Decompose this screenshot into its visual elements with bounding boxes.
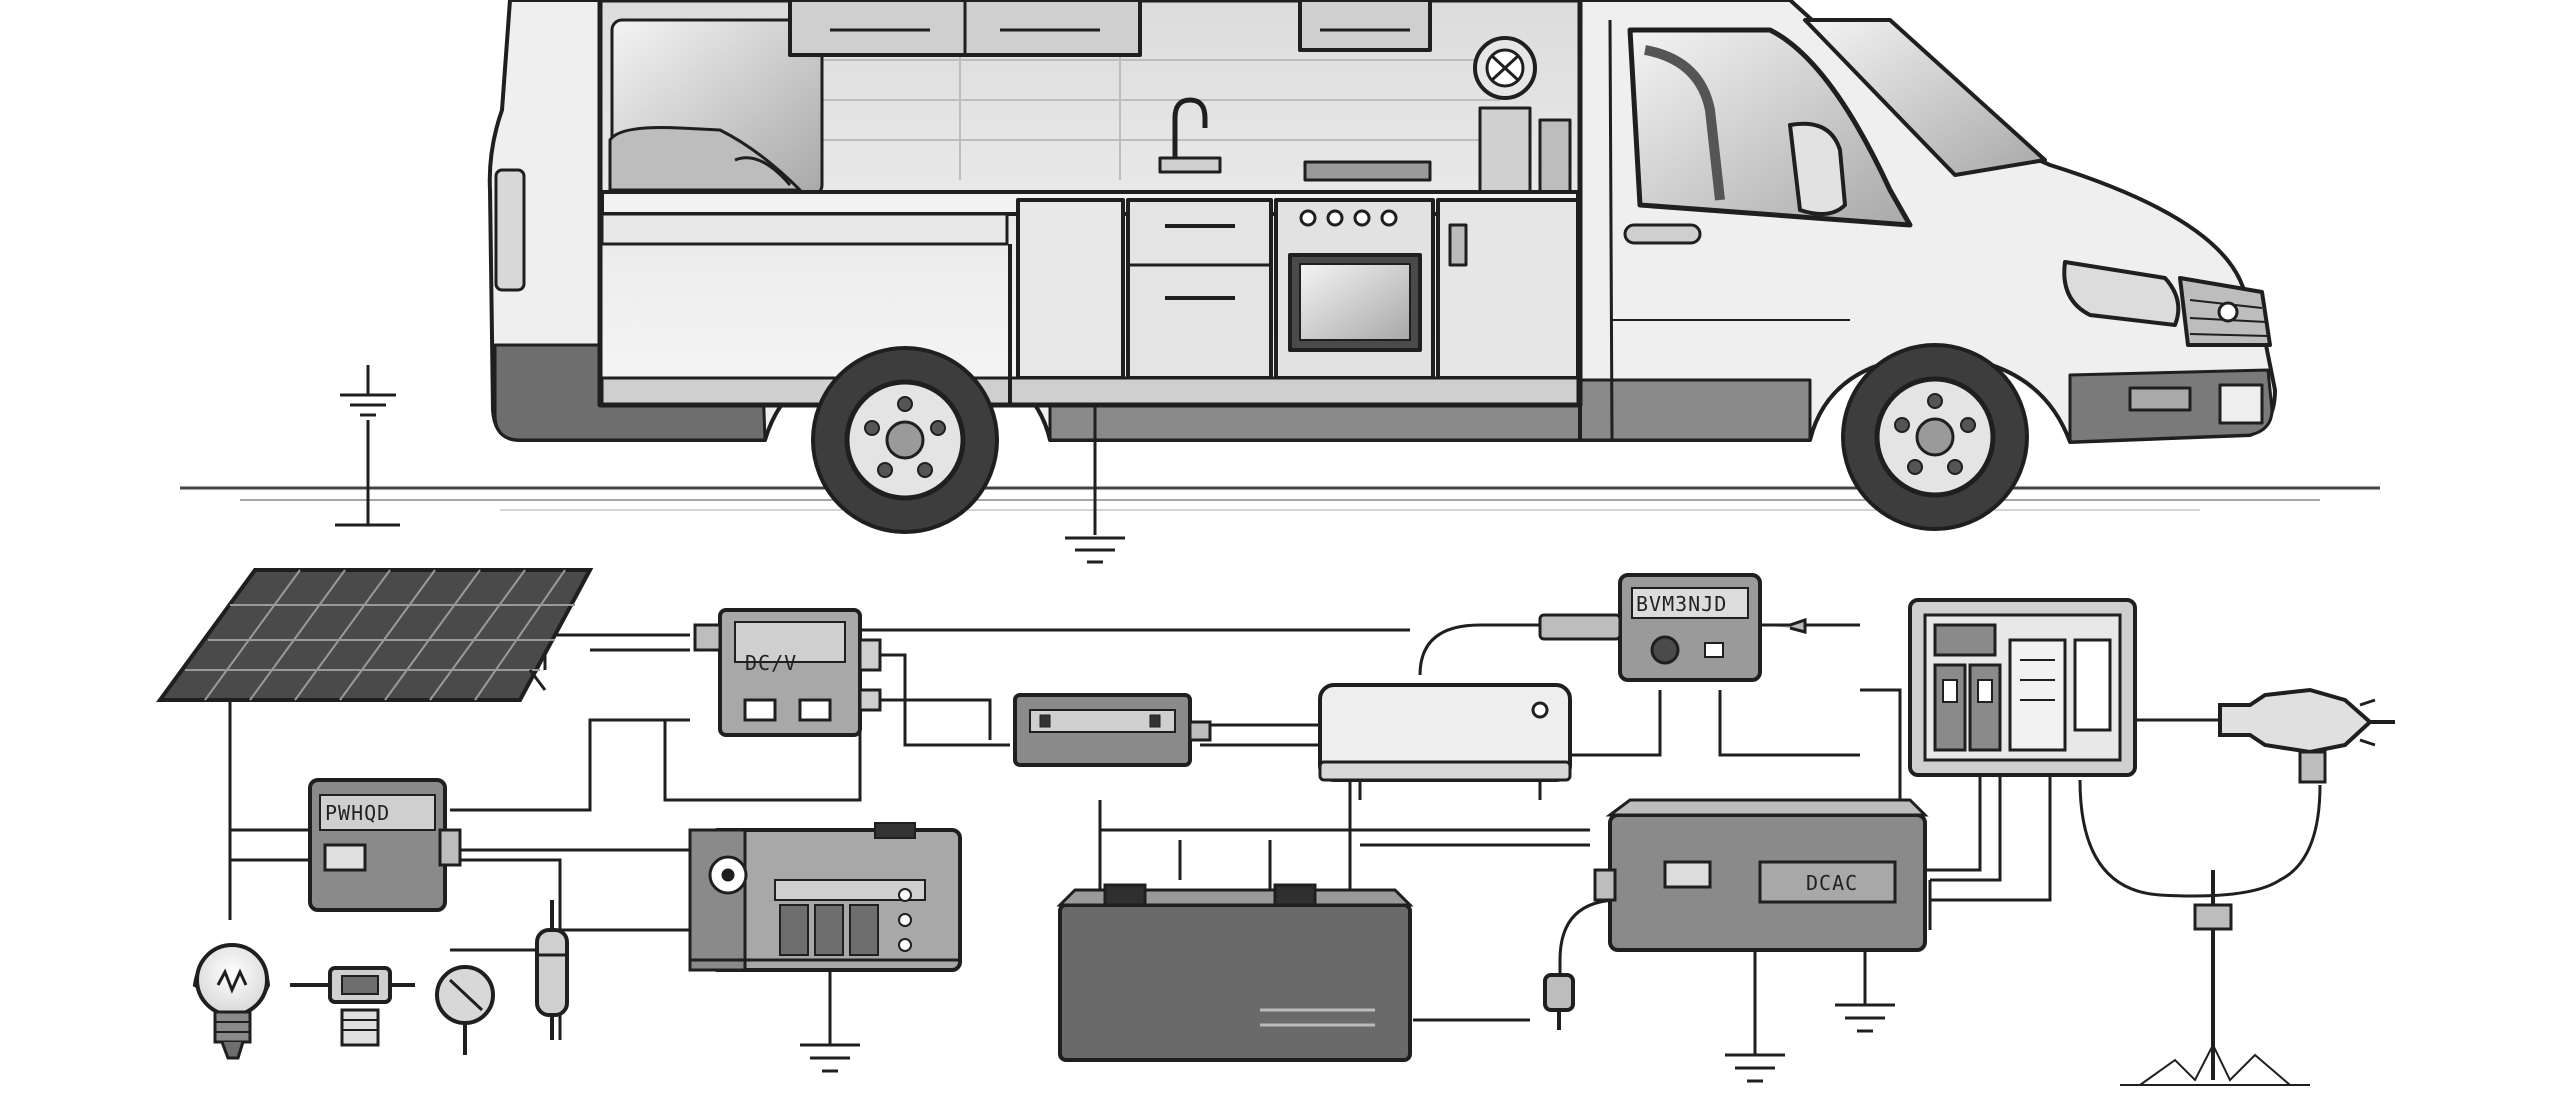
ground-symbol-icon [335, 365, 400, 527]
battery-charger-label: DCAC [1806, 871, 1858, 895]
wiring [228, 623, 2322, 1040]
inline-fuse-icon [535, 900, 569, 1040]
switch-icon [290, 966, 415, 1047]
drawer-stack [1126, 198, 1273, 380]
battery-charger [1593, 798, 1929, 952]
cabinet-door-left [1016, 198, 1125, 380]
monitor-meter-label: BVM3NJD [1636, 592, 1727, 616]
upper-cabinet-right [1298, 0, 1432, 52]
counter-shelf [600, 212, 1009, 246]
ground-rod-icon [2120, 870, 2310, 1086]
distribution-panel [1908, 598, 2137, 777]
tall-locker [1478, 106, 1532, 195]
ground-symbol-icon [1835, 950, 1895, 1033]
wall-slats [820, 40, 1500, 180]
light-bulb-icon [192, 943, 271, 1060]
solar-panel-icon [156, 568, 594, 702]
gauge-icon [435, 965, 495, 1055]
shore-power-plug-icon [2218, 687, 2395, 784]
rear-light [494, 168, 526, 292]
road-line [180, 486, 2380, 511]
stove-top [1303, 160, 1432, 182]
ground-symbol-icon [1725, 950, 1785, 1083]
side-mirror [1788, 121, 1847, 216]
fuse-box [308, 778, 462, 912]
front-wheel [1841, 343, 2029, 531]
camper-van [180, 0, 2380, 534]
charge-controller [693, 608, 882, 737]
fuse-box-label: PWHQD [325, 801, 390, 825]
battery-bank [1056, 883, 1414, 1062]
ground-symbol-icon [800, 970, 860, 1073]
faucet-icon [1172, 97, 1208, 160]
bench-seat [608, 126, 802, 192]
door-handle [1623, 223, 1702, 245]
windshield [1803, 18, 2047, 177]
bus-bar [1013, 693, 1212, 767]
rear-wheel [811, 346, 999, 534]
monitor-meter [1538, 573, 1807, 682]
ac-converter [688, 822, 962, 972]
charge-controller-label: DC/V [745, 651, 797, 675]
inverter-unit [1318, 683, 1572, 800]
headlight [2062, 260, 2181, 327]
charger-lead-plug-icon [1543, 973, 1575, 1030]
ground-symbol-icon [1065, 405, 1125, 564]
